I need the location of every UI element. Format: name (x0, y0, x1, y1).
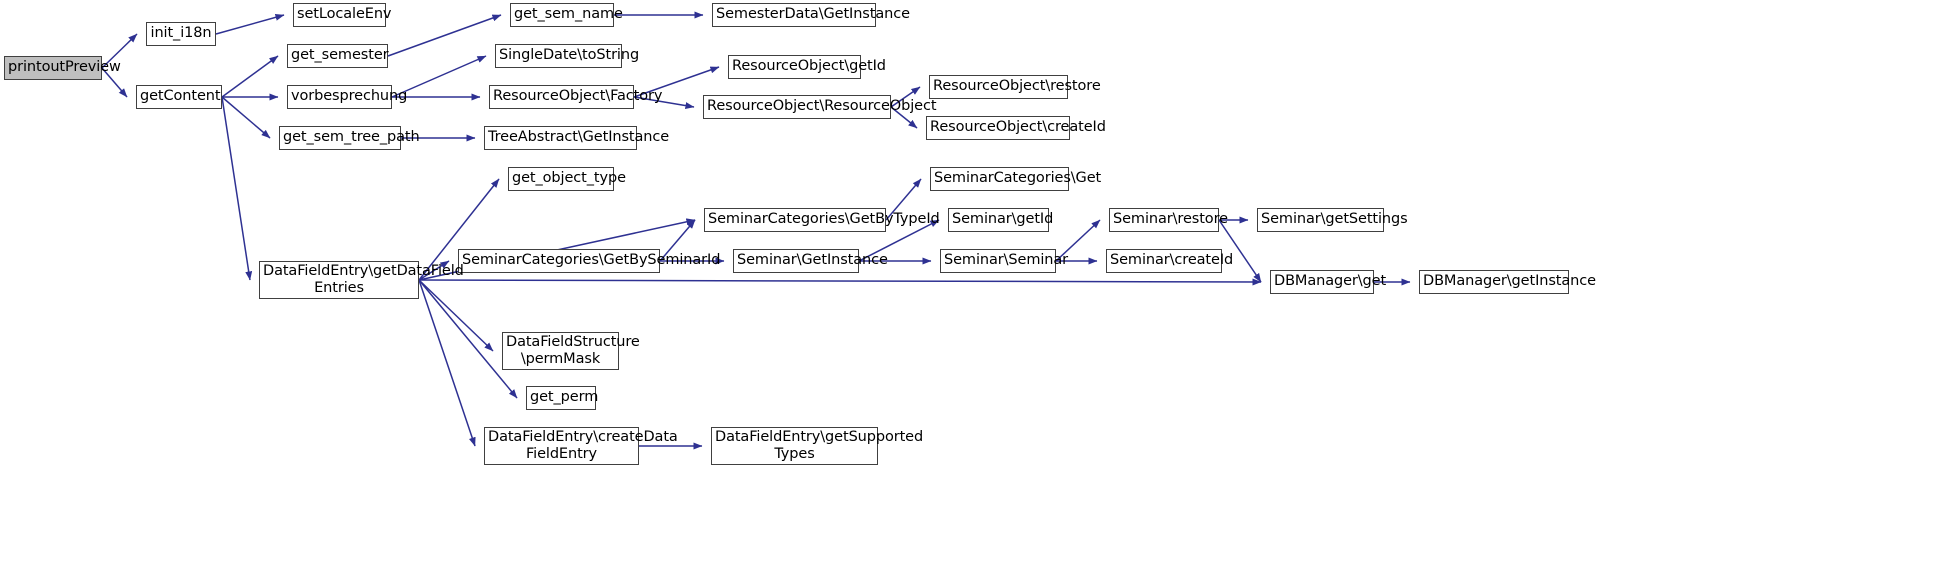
graph-edge-DataFieldEntry_getDataFieldEntries--DBManager_get (418, 278, 1262, 286)
graph-edge-init_i18n--setLocaleEnv (215, 13, 285, 35)
graph-node-label: DBManager\get (1274, 273, 1387, 290)
graph-node-Seminar_restore[interactable]: Seminar\restore (1109, 208, 1228, 232)
graph-node-ResourceObject_ResourceObject[interactable]: ResourceObject\ResourceObject (703, 95, 937, 119)
graph-node-label: ResourceObject\restore (933, 78, 1101, 95)
graph-node-label: init_i18n (150, 25, 212, 42)
graph-node-DataFieldEntry_getDataFieldEntries[interactable]: DataFieldEntry\getDataField Entries (259, 261, 464, 299)
graph-node-SemesterData_GetInstance[interactable]: SemesterData\GetInstance (712, 3, 910, 27)
graph-node-setLocaleEnv[interactable]: setLocaleEnv (293, 3, 392, 27)
graph-node-get_perm[interactable]: get_perm (526, 386, 599, 410)
graph-node-label: ResourceObject\createId (930, 119, 1106, 136)
graph-node-ResourceObject_createId[interactable]: ResourceObject\createId (926, 116, 1106, 140)
graph-node-label: getContent (140, 88, 221, 105)
graph-node-label: Seminar\getSettings (1261, 211, 1408, 228)
graph-node-get_sem_name[interactable]: get_sem_name (510, 3, 623, 27)
graph-node-label: get_sem_tree_path (283, 129, 420, 146)
graph-node-SingleDate_toString[interactable]: SingleDate\toString (495, 44, 640, 68)
graph-node-label: Seminar\GetInstance (737, 252, 888, 269)
graph-node-label: printoutPreview (8, 59, 121, 76)
graph-node-label: Seminar\createId (1110, 252, 1234, 269)
graph-node-label: Seminar\restore (1113, 211, 1228, 228)
graph-node-Seminar_GetInstance[interactable]: Seminar\GetInstance (733, 249, 888, 273)
graph-node-label: DataFieldEntry\createData FieldEntry (488, 428, 678, 462)
graph-node-label: Seminar\getId (952, 211, 1054, 228)
graph-node-label: setLocaleEnv (297, 6, 392, 23)
graph-node-DataFieldStructure_permMask[interactable]: DataFieldStructure \permMask (502, 332, 640, 370)
graph-node-printoutPreview[interactable]: printoutPreview (4, 56, 121, 80)
graph-node-ResourceObject_Factory[interactable]: ResourceObject\Factory (489, 85, 663, 109)
graph-node-SeminarCategories_GetBySeminarId[interactable]: SeminarCategories\GetBySeminarId (458, 249, 721, 273)
graph-node-label: Seminar\Seminar (944, 252, 1069, 269)
graph-node-get_semester[interactable]: get_semester (287, 44, 389, 68)
graph-edge-DataFieldEntry_getDataFieldEntries--DataFieldEntry_createDataFieldEntry (418, 279, 476, 447)
graph-node-label: SemesterData\GetInstance (716, 6, 910, 23)
graph-node-TreeAbstract_GetInstance[interactable]: TreeAbstract\GetInstance (484, 126, 670, 150)
graph-node-DataFieldEntry_createDataFieldEntry[interactable]: DataFieldEntry\createData FieldEntry (484, 427, 678, 465)
graph-node-Seminar_getId[interactable]: Seminar\getId (948, 208, 1054, 232)
graph-node-ResourceObject_getId[interactable]: ResourceObject\getId (728, 55, 886, 79)
graph-node-label: SingleDate\toString (499, 47, 640, 64)
graph-node-SeminarCategories_Get[interactable]: SeminarCategories\Get (930, 167, 1102, 191)
graph-node-Seminar_Seminar[interactable]: Seminar\Seminar (940, 249, 1069, 273)
graph-node-Seminar_createId[interactable]: Seminar\createId (1106, 249, 1234, 273)
graph-node-init_i18n[interactable]: init_i18n (146, 22, 216, 46)
graph-node-label: DataFieldEntry\getDataField Entries (263, 262, 464, 296)
graph-edge-get_semester--get_sem_name (387, 14, 502, 57)
graph-node-label: get_object_type (512, 170, 626, 187)
graph-edge-getContent--get_semester (221, 55, 279, 98)
graph-node-label: SeminarCategories\Get (934, 170, 1102, 187)
graph-node-DBManager_get[interactable]: DBManager\get (1270, 270, 1387, 294)
graph-edge-getContent--DataFieldEntry_getDataFieldEntries (221, 96, 253, 281)
graph-node-label: ResourceObject\getId (732, 58, 886, 75)
graph-node-label: DBManager\getInstance (1423, 273, 1596, 290)
graph-node-label: SeminarCategories\GetByTypeId (708, 211, 940, 228)
graph-node-label: DataFieldStructure \permMask (506, 333, 640, 367)
graph-node-label: get_perm (530, 389, 599, 406)
graph-node-label: get_sem_name (514, 6, 623, 23)
graph-edge-DataFieldEntry_getDataFieldEntries--DataFieldStructure_permMask (418, 279, 494, 352)
graph-node-label: ResourceObject\Factory (493, 88, 663, 105)
graph-node-label: get_semester (291, 47, 389, 64)
graph-node-getContent[interactable]: getContent (136, 85, 222, 109)
graph-node-label: DataFieldEntry\getSupported Types (715, 428, 924, 462)
graph-node-label: SeminarCategories\GetBySeminarId (462, 252, 721, 269)
graph-node-label: vorbesprechung (291, 88, 408, 105)
graph-node-ResourceObject_restore[interactable]: ResourceObject\restore (929, 75, 1101, 99)
graph-node-SeminarCategories_GetByTypeId[interactable]: SeminarCategories\GetByTypeId (704, 208, 940, 232)
graph-node-label: ResourceObject\ResourceObject (707, 98, 937, 115)
graph-node-get_sem_tree_path[interactable]: get_sem_tree_path (279, 126, 420, 150)
graph-node-DBManager_getInstance[interactable]: DBManager\getInstance (1419, 270, 1596, 294)
graph-node-label: TreeAbstract\GetInstance (488, 129, 670, 146)
graph-node-DataFieldEntry_getSupportedTypes[interactable]: DataFieldEntry\getSupported Types (711, 427, 924, 465)
graph-node-vorbesprechung[interactable]: vorbesprechung (287, 85, 408, 109)
graph-node-get_object_type[interactable]: get_object_type (508, 167, 626, 191)
graph-node-Seminar_getSettings[interactable]: Seminar\getSettings (1257, 208, 1408, 232)
graph-edge-Seminar_restore--DBManager_get (1218, 219, 1262, 283)
graph-edge-getContent--get_sem_tree_path (221, 96, 271, 139)
